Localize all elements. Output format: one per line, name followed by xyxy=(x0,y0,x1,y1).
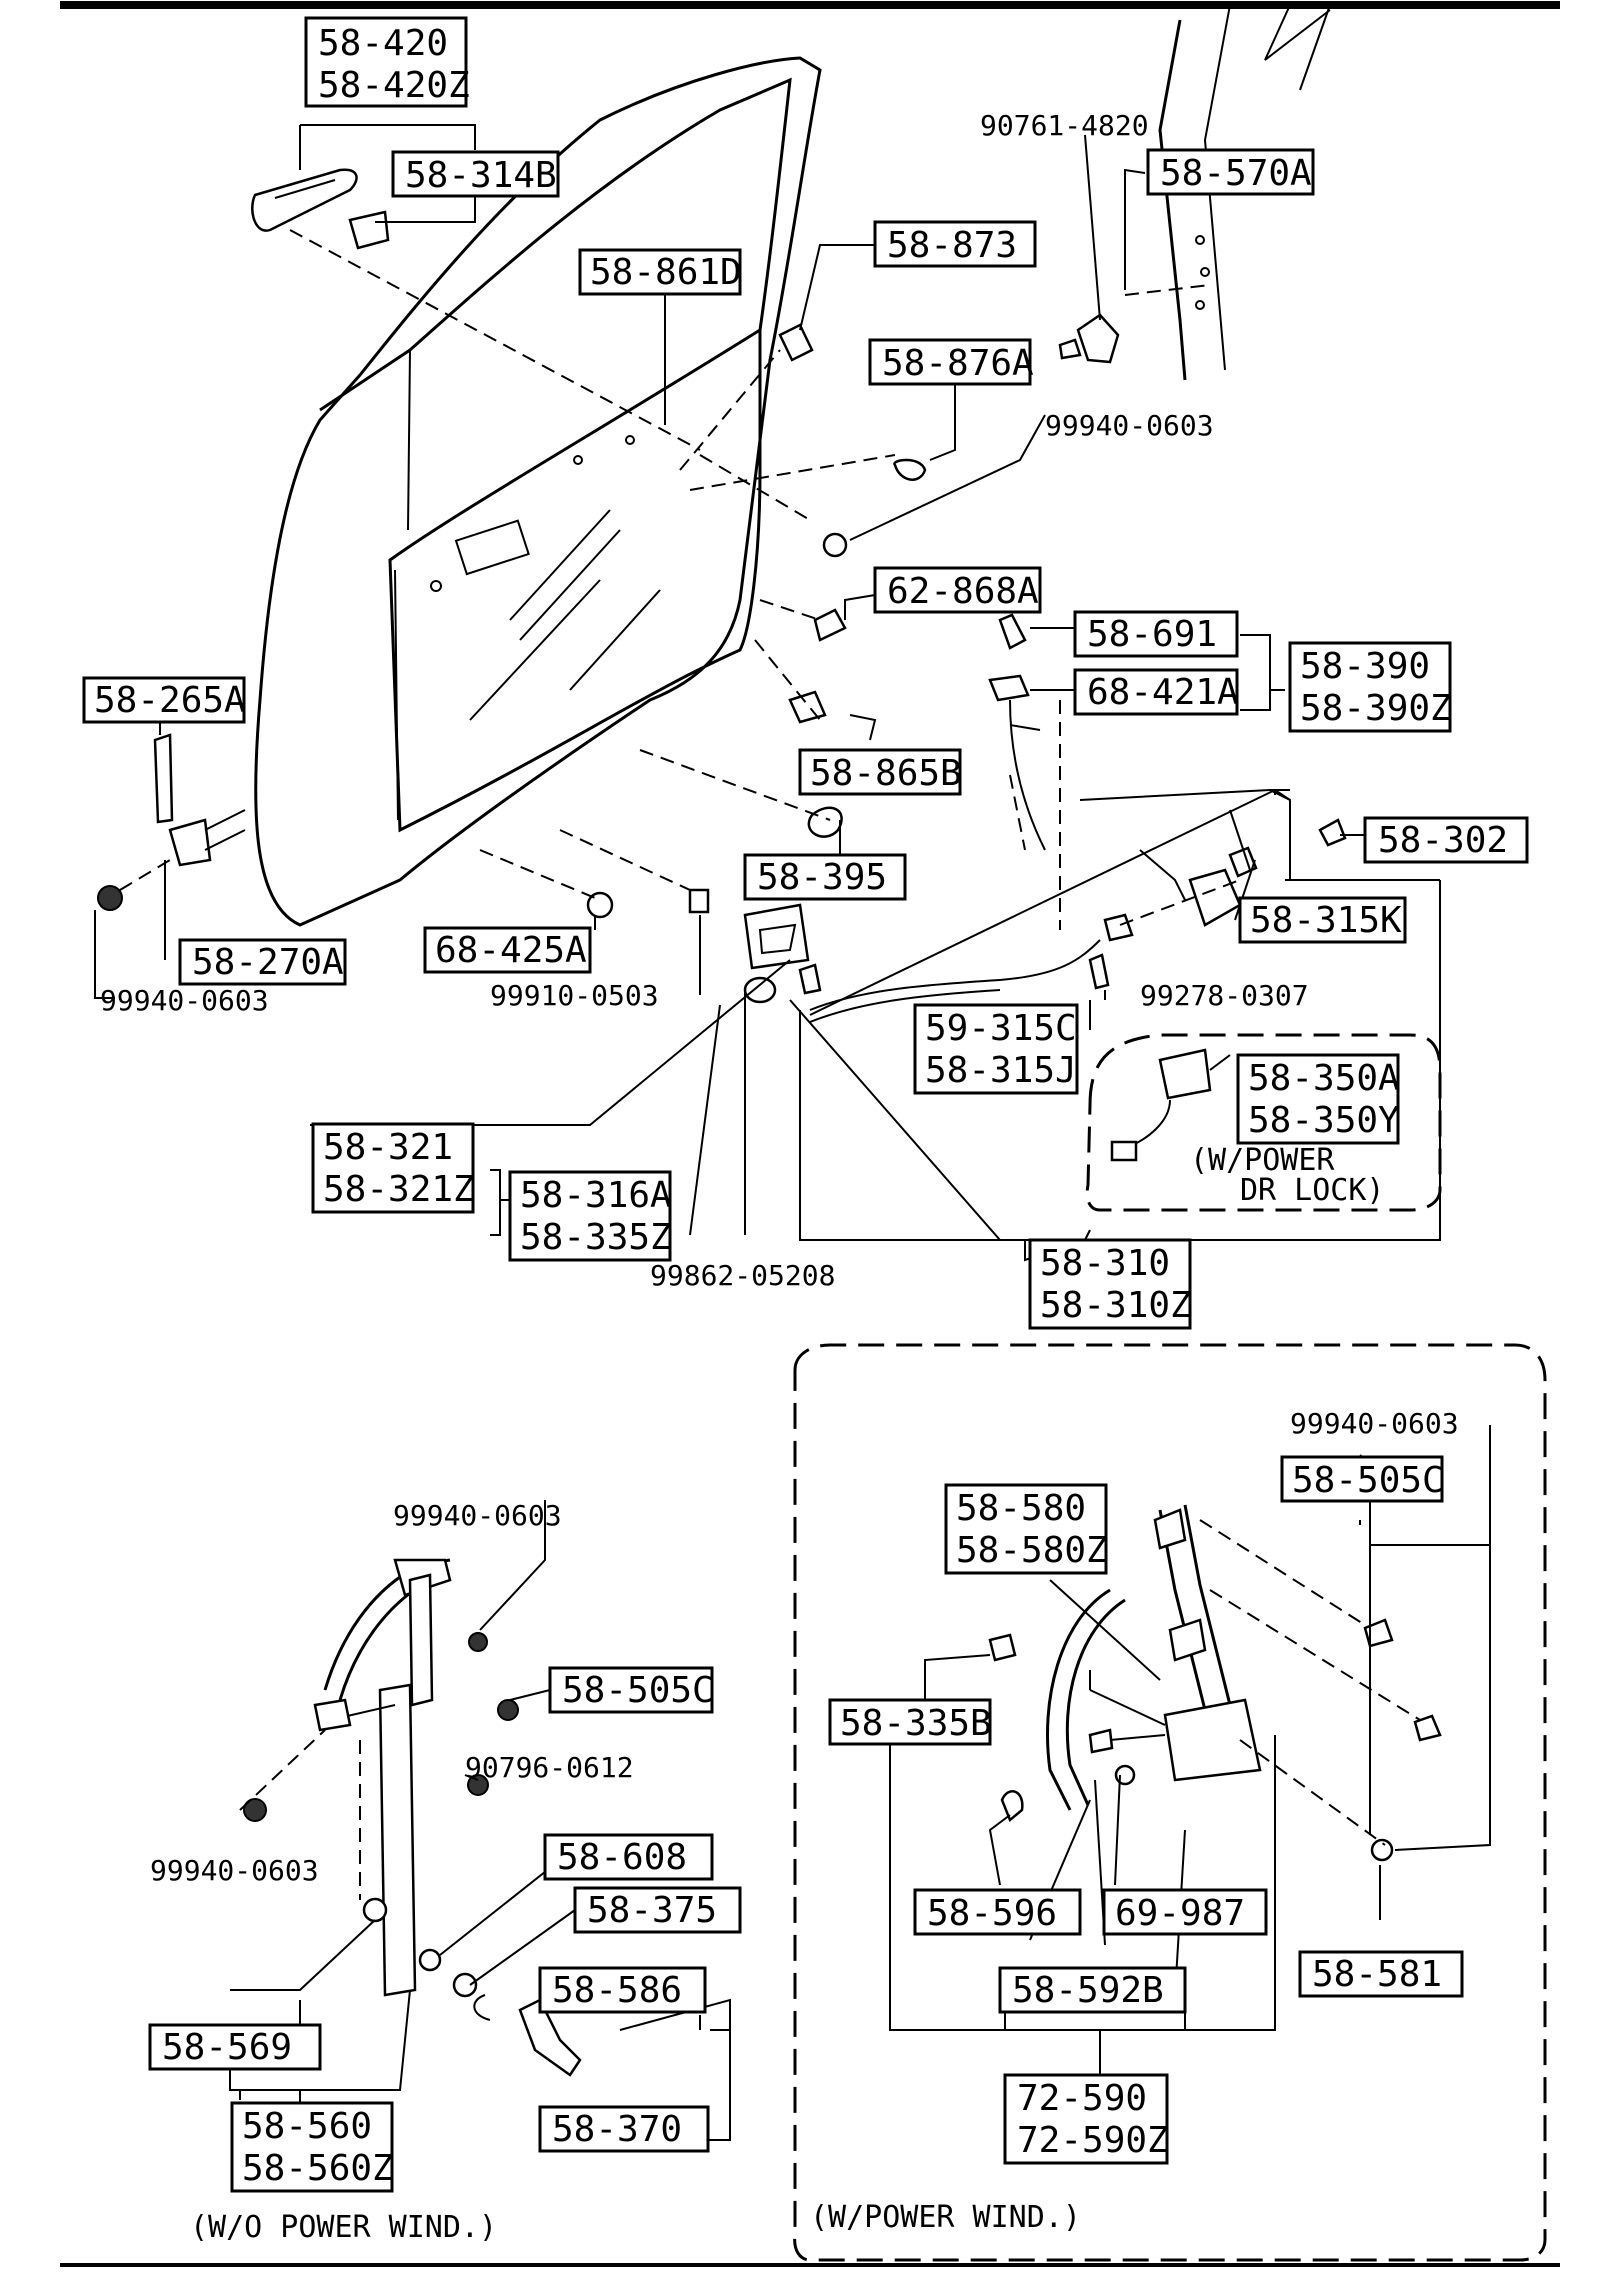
label-58-321Z: 58-321Z xyxy=(323,1169,475,1210)
latch-part xyxy=(1103,913,1134,942)
label-58-265A: 58-265A xyxy=(94,680,246,721)
door-shell xyxy=(254,56,822,927)
label-58-350Y: 58-350Y xyxy=(1248,1100,1400,1141)
clip-part xyxy=(822,532,848,558)
label-58-420Z: 58-420Z xyxy=(318,65,470,106)
hinge-pin-part xyxy=(153,733,174,824)
door-stopper-part xyxy=(778,323,814,362)
outer-handle-part xyxy=(251,168,390,250)
striker-part xyxy=(1076,313,1120,364)
label-58-580Z: 58-580Z xyxy=(956,1530,1108,1571)
label-58-314B: 58-314B xyxy=(405,155,557,196)
screw-58-302-part xyxy=(1318,818,1347,847)
label-58-315K: 58-315K xyxy=(1250,900,1402,941)
label-68-425A: 68-425A xyxy=(435,930,587,971)
striker-bolt-part xyxy=(1058,338,1082,360)
label-62-868A: 62-868A xyxy=(887,571,1039,612)
note-power-lock-2: DR LOCK) xyxy=(1240,1173,1385,1208)
label-58-505C-left: 58-505C xyxy=(562,1670,714,1711)
plug-part xyxy=(813,608,847,642)
lock-part xyxy=(1188,868,1242,927)
label-58-586: 58-586 xyxy=(552,1970,682,2011)
label-99862-05208: 99862-05208 xyxy=(650,1259,835,1292)
label-72-590Z: 72-590Z xyxy=(1017,2120,1169,2161)
plain-label-text: 90761-4820 99940-0603 99940-0603 99910-0… xyxy=(100,109,1459,1887)
label-99940-0603-power: 99940-0603 xyxy=(1290,1407,1459,1440)
label-58-390Z: 58-390Z xyxy=(1300,688,1452,729)
label-58-560: 58-560 xyxy=(242,2106,372,2147)
label-58-570A: 58-570A xyxy=(1160,153,1312,194)
hole-plug-part xyxy=(586,891,614,919)
label-58-310Z: 58-310Z xyxy=(1040,1285,1192,1326)
note-power-lock-1: (W/POWER xyxy=(1190,1143,1335,1178)
grommet-part xyxy=(893,458,927,481)
label-99940-0603-manual-bottom: 99940-0603 xyxy=(150,1854,319,1887)
leader-lines xyxy=(94,124,1491,2141)
label-58-310: 58-310 xyxy=(1040,1243,1170,1284)
inner-handle-part xyxy=(743,903,810,970)
label-72-590: 72-590 xyxy=(1017,2078,1147,2119)
note-with-power-window: (W/POWER WIND.) xyxy=(810,2200,1081,2235)
label-58-865B: 58-865B xyxy=(810,753,962,794)
label-58-569: 58-569 xyxy=(162,2027,292,2068)
label-58-315J: 58-315J xyxy=(925,1050,1077,1091)
label-58-335B: 58-335B xyxy=(840,1703,992,1744)
label-58-370: 58-370 xyxy=(552,2109,682,2150)
label-58-321: 58-321 xyxy=(323,1127,453,1168)
label-90761-4820: 90761-4820 xyxy=(980,109,1149,142)
label-68-421A: 68-421A xyxy=(1087,672,1239,713)
power-regulator-part xyxy=(988,1504,1442,1862)
bezel-part xyxy=(988,674,1030,702)
label-69-987: 69-987 xyxy=(1115,1893,1245,1934)
bumper-part xyxy=(788,690,827,724)
lock-knob-part xyxy=(998,613,1027,650)
body-pillar xyxy=(1158,4,1331,381)
nut-part xyxy=(97,885,123,911)
label-99940-0603-manual-top: 99940-0603 xyxy=(393,1499,562,1532)
seal-part xyxy=(807,806,843,838)
label-99940-0603-top: 99940-0603 xyxy=(1045,409,1214,442)
label-58-608: 58-608 xyxy=(557,1837,687,1878)
label-58-876A: 58-876A xyxy=(882,343,1034,384)
label-58-580: 58-580 xyxy=(956,1488,1086,1529)
label-58-375: 58-375 xyxy=(587,1890,717,1931)
label-58-335Z: 58-335Z xyxy=(520,1217,672,1258)
power-lock-region xyxy=(1085,1033,1442,1212)
power-window-region xyxy=(793,1343,1547,2262)
label-58-505C-right: 58-505C xyxy=(1292,1460,1444,1501)
label-58-560Z: 58-560Z xyxy=(242,2148,394,2189)
label-58-873: 58-873 xyxy=(887,225,1017,266)
actuator-part xyxy=(1158,1048,1212,1100)
label-58-302: 58-302 xyxy=(1378,820,1508,861)
label-58-350A: 58-350A xyxy=(1248,1058,1400,1099)
label-58-270A: 58-270A xyxy=(192,942,344,983)
label-58-390: 58-390 xyxy=(1300,646,1430,687)
label-58-316A: 58-316A xyxy=(520,1175,672,1216)
note-without-power-window: (W/O POWER WIND.) xyxy=(190,2210,497,2245)
label-58-691: 58-691 xyxy=(1087,614,1217,655)
label-59-315C: 59-315C xyxy=(925,1008,1077,1049)
label-99910-0503: 99910-0503 xyxy=(490,979,659,1012)
label-90796-0612: 90796-0612 xyxy=(465,1751,634,1784)
label-58-861D: 58-861D xyxy=(590,252,742,293)
door-check-part xyxy=(168,818,212,867)
label-58-395: 58-395 xyxy=(757,857,887,898)
label-boxes xyxy=(82,16,1529,2193)
label-58-592B: 58-592B xyxy=(1012,1970,1164,2011)
notes: (W/POWER DR LOCK) (W/O POWER WIND.) (W/P… xyxy=(190,1143,1385,2245)
label-58-581: 58-581 xyxy=(1312,1954,1442,1995)
label-99278-0307: 99278-0307 xyxy=(1140,979,1309,1012)
dashed-guides xyxy=(119,229,1421,1900)
boxed-label-text: 58-420 58-420Z 58-314B 58-861D 58-873 58… xyxy=(94,23,1508,2189)
label-58-596: 58-596 xyxy=(927,1893,1057,1934)
label-58-420: 58-420 xyxy=(318,23,448,64)
label-99940-0603-hinge: 99940-0603 xyxy=(100,984,269,1017)
clip-58-586-part xyxy=(473,1994,491,2021)
manual-regulator-part xyxy=(313,1558,519,1997)
